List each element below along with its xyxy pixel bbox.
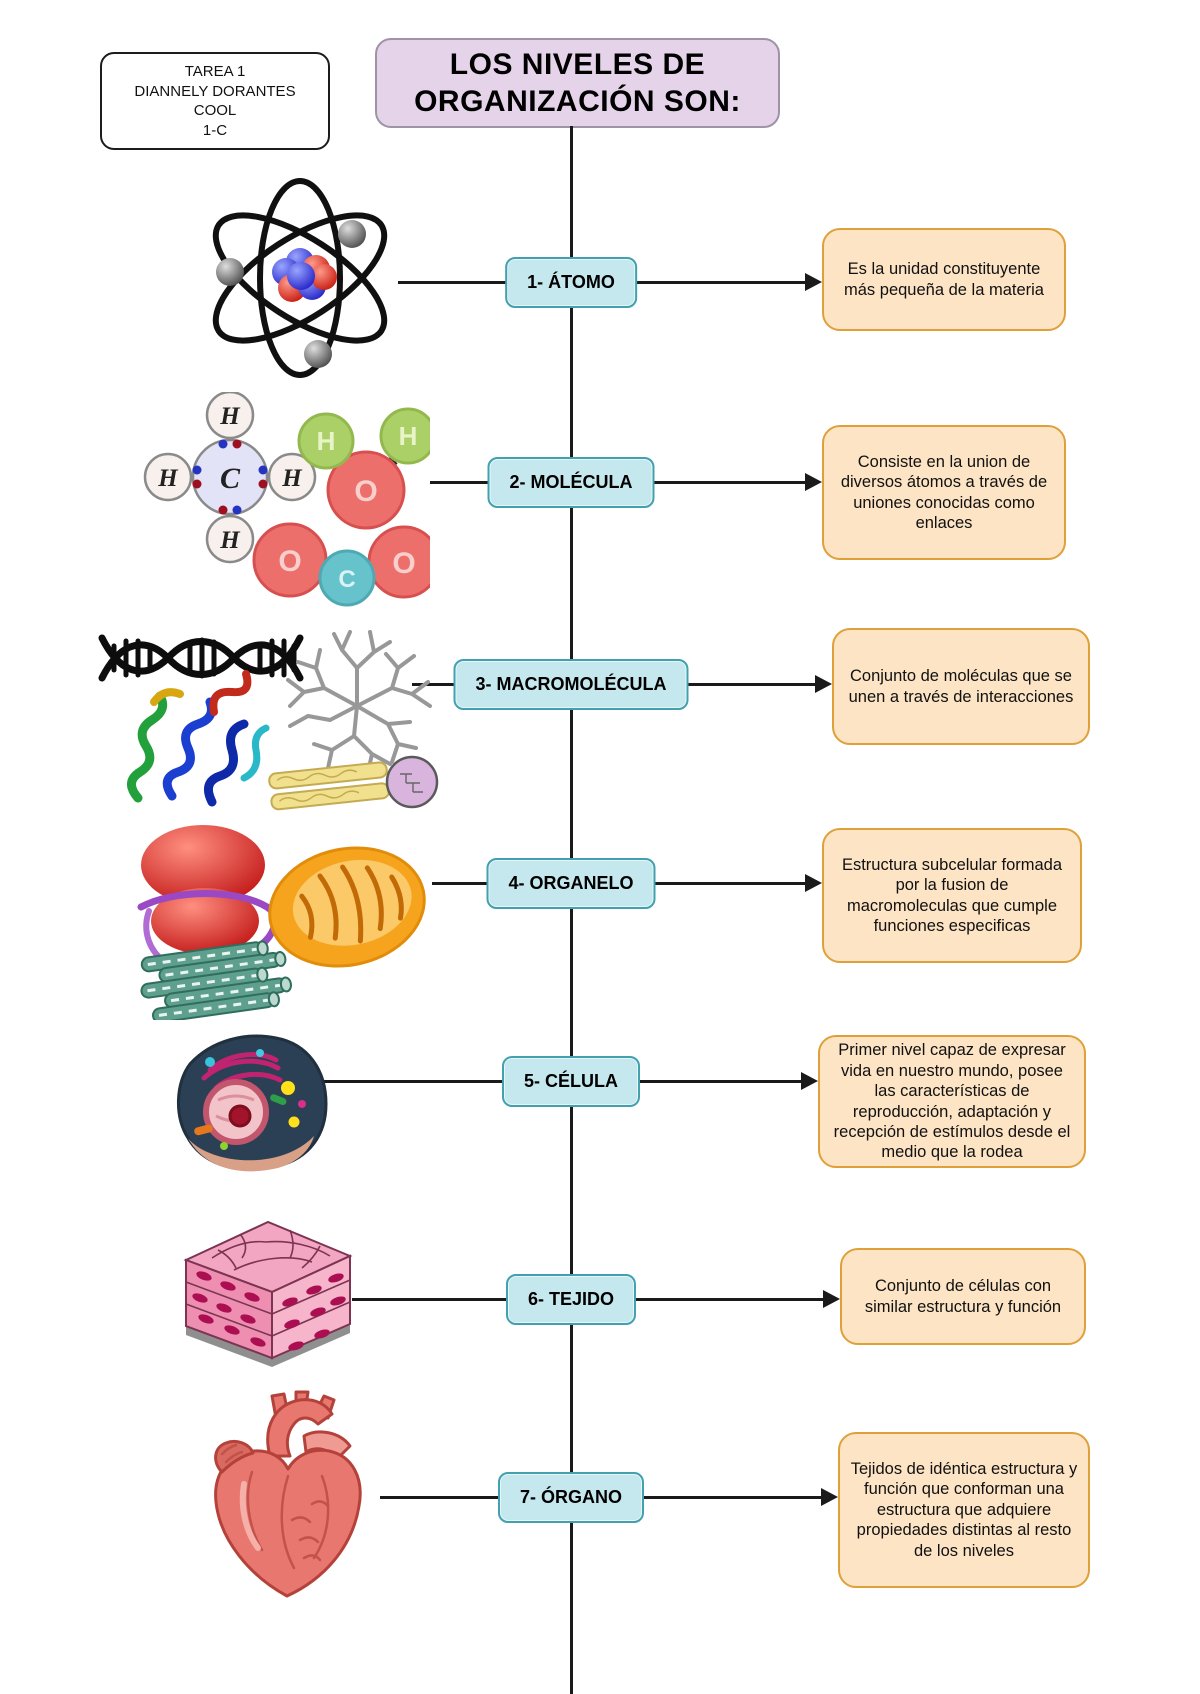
level-label-macromolecula: 3- MACROMOLÉCULA — [453, 659, 689, 710]
svg-text:H: H — [219, 403, 241, 430]
svg-text:H: H — [219, 527, 241, 554]
arrowhead-icon — [801, 1072, 818, 1090]
svg-text:H: H — [281, 465, 303, 492]
arrowhead-icon — [805, 273, 822, 291]
organ-illustration — [214, 1390, 362, 1598]
info-line: DIANNELY DORANTES — [134, 82, 296, 100]
arrowhead-icon — [805, 874, 822, 892]
spine-line — [570, 126, 573, 1694]
level-label-tejido: 6- TEJIDO — [505, 1274, 637, 1325]
description-celula: Primer nivel capaz de expresar vida en n… — [818, 1035, 1086, 1168]
svg-text:O: O — [278, 545, 301, 578]
page-title: LOS NIVELES DE ORGANIZACIÓN SON: — [375, 38, 780, 128]
arrowhead-icon — [821, 1488, 838, 1506]
svg-text:O: O — [354, 475, 377, 508]
arrowhead-icon — [805, 473, 822, 491]
arrowhead-icon — [815, 675, 832, 693]
svg-text:O: O — [392, 547, 415, 580]
organelle-illustration — [137, 825, 426, 1020]
level-label-organelo: 4- ORGANELO — [486, 858, 656, 909]
svg-text:C: C — [338, 566, 355, 593]
svg-text:H: H — [399, 421, 418, 451]
info-line: TAREA 1 — [184, 63, 246, 80]
cell-illustration — [177, 1034, 328, 1172]
description-atomo: Es la unidad constituyente más pequeña d… — [822, 228, 1066, 331]
svg-text:C: C — [220, 462, 241, 495]
description-organo: Tejidos de idéntica estructura y función… — [838, 1432, 1090, 1588]
description-macromolecula: Conjunto de moléculas que se unen a trav… — [832, 628, 1090, 745]
macromolecule-illustration — [98, 630, 439, 811]
info-line: 1-C — [202, 121, 228, 139]
molecule-illustration: C H H H H H H O O O C — [143, 392, 430, 607]
atom-illustration — [212, 178, 388, 378]
arrowhead-icon — [823, 1290, 840, 1308]
tissue-illustration — [183, 1220, 353, 1367]
level-label-molecula: 2- MOLÉCULA — [487, 457, 655, 508]
level-label-atomo: 1- ÁTOMO — [505, 257, 637, 308]
svg-text:H: H — [317, 426, 336, 456]
svg-text:H: H — [157, 465, 179, 492]
description-tejido: Conjunto de células con similar estructu… — [840, 1248, 1086, 1345]
info-line: COOL — [193, 102, 237, 119]
description-organelo: Estructura subcelular formada por la fus… — [822, 828, 1082, 963]
level-label-organo: 7- ÓRGANO — [497, 1472, 645, 1523]
student-info-box: TAREA 1 DIANNELY DORANTES COOL 1-C — [100, 52, 330, 150]
level-label-celula: 5- CÉLULA — [502, 1056, 640, 1107]
description-molecula: Consiste en la union de diversos átomos … — [822, 425, 1066, 560]
